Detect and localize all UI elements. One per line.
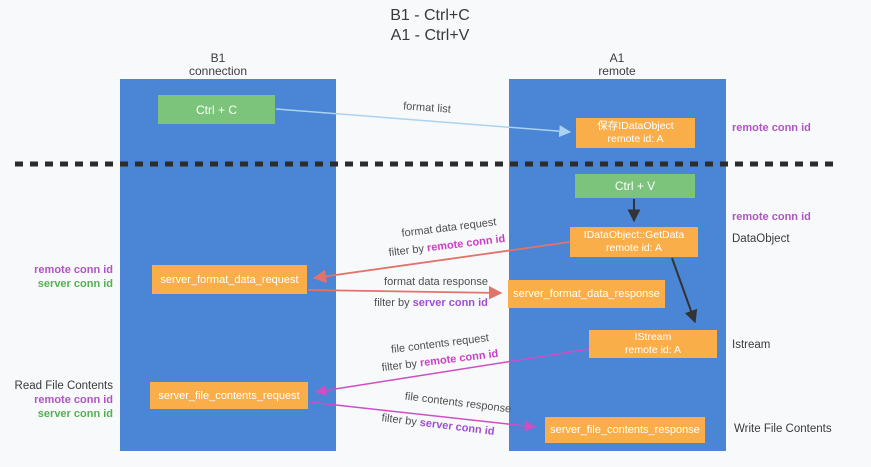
filter-by-text: filter by <box>374 297 413 309</box>
server-conn-id-label-left: server conn id <box>37 278 113 290</box>
arrow-format-data-response <box>307 286 503 300</box>
column-header-b1-role: connection <box>188 64 248 78</box>
istream-line2: remote id: A <box>624 344 682 356</box>
left-conn-id-stack-format: remote conn id server conn id <box>10 263 113 291</box>
idataobject-getdata-box: IDataObject::GetData remote id: A <box>570 227 698 257</box>
remote-conn-id-label-left-bottom: remote conn id <box>34 394 113 406</box>
left-file-contents-stack: Read File Contents remote conn id server… <box>10 379 113 421</box>
dataobject-label: DataObject <box>732 233 790 245</box>
arrow-getdata-to-istream <box>671 257 698 324</box>
ctrl-c-label: Ctrl + C <box>195 102 237 117</box>
server-file-contents-response-label: server_file_contents_response <box>550 424 700 436</box>
istream-box: IStream remote id: A <box>589 330 717 358</box>
format-data-response-filter-label: filter by server conn id <box>374 297 488 309</box>
remote-conn-id-label-top-right: remote conn id <box>732 122 811 134</box>
remote-conn-id-label-left: remote conn id <box>34 264 113 276</box>
save-dataobject-box: 保存IDataObject remote id: A <box>576 118 695 148</box>
server-file-contents-response-box: server_file_contents_response <box>545 417 705 443</box>
remote-conn-id-label-dataobject: remote conn id <box>732 211 811 223</box>
ctrl-v-label: Ctrl + V <box>614 179 656 193</box>
format-data-response-label: format data response <box>384 276 488 288</box>
title-line-2: A1 - Ctrl+V <box>390 27 470 44</box>
arrow-format-data-request <box>312 241 571 283</box>
diagram-title: B1 - Ctrl+C A1 - Ctrl+V <box>280 6 580 46</box>
column-header-b1-name: B1 <box>210 51 226 65</box>
save-dataobject-line2: remote id: A <box>607 133 664 145</box>
column-header-a1: A1 remote <box>557 52 677 78</box>
write-file-contents-label: Write File Contents <box>734 423 832 435</box>
server-format-data-response-box: server_format_data_response <box>508 280 665 308</box>
arrow-file-contents-request <box>314 348 590 396</box>
read-file-contents-label: Read File Contents <box>14 380 113 392</box>
server-file-contents-request-box: server_file_contents_request <box>150 382 308 409</box>
ctrl-v-box: Ctrl + V <box>575 174 695 198</box>
arrow-file-contents-response <box>308 401 537 432</box>
column-header-a1-name: A1 <box>609 51 625 65</box>
server-conn-id-label-left-bottom: server conn id <box>37 408 113 420</box>
column-header-a1-role: remote <box>598 64 636 78</box>
arrow-format-list <box>275 108 572 138</box>
server-format-data-request-label: server_format_data_request <box>160 273 299 286</box>
ctrl-c-box: Ctrl + C <box>158 95 275 124</box>
getdata-line2: remote id: A <box>605 242 663 254</box>
getdata-line1: IDataObject::GetData <box>583 229 685 241</box>
save-dataobject-line1: 保存IDataObject <box>597 120 674 132</box>
server-format-data-response-label: server_format_data_response <box>513 288 660 300</box>
server-conn-id-text: server conn id <box>412 297 488 309</box>
istream-line1: IStream <box>634 331 672 343</box>
server-format-data-request-box: server_format_data_request <box>152 265 307 294</box>
title-line-1: B1 - Ctrl+C <box>390 7 470 24</box>
istream-side-label: Istream <box>732 339 771 351</box>
server-file-contents-request-label: server_file_contents_request <box>158 389 300 402</box>
column-header-b1: B1 connection <box>158 52 278 78</box>
